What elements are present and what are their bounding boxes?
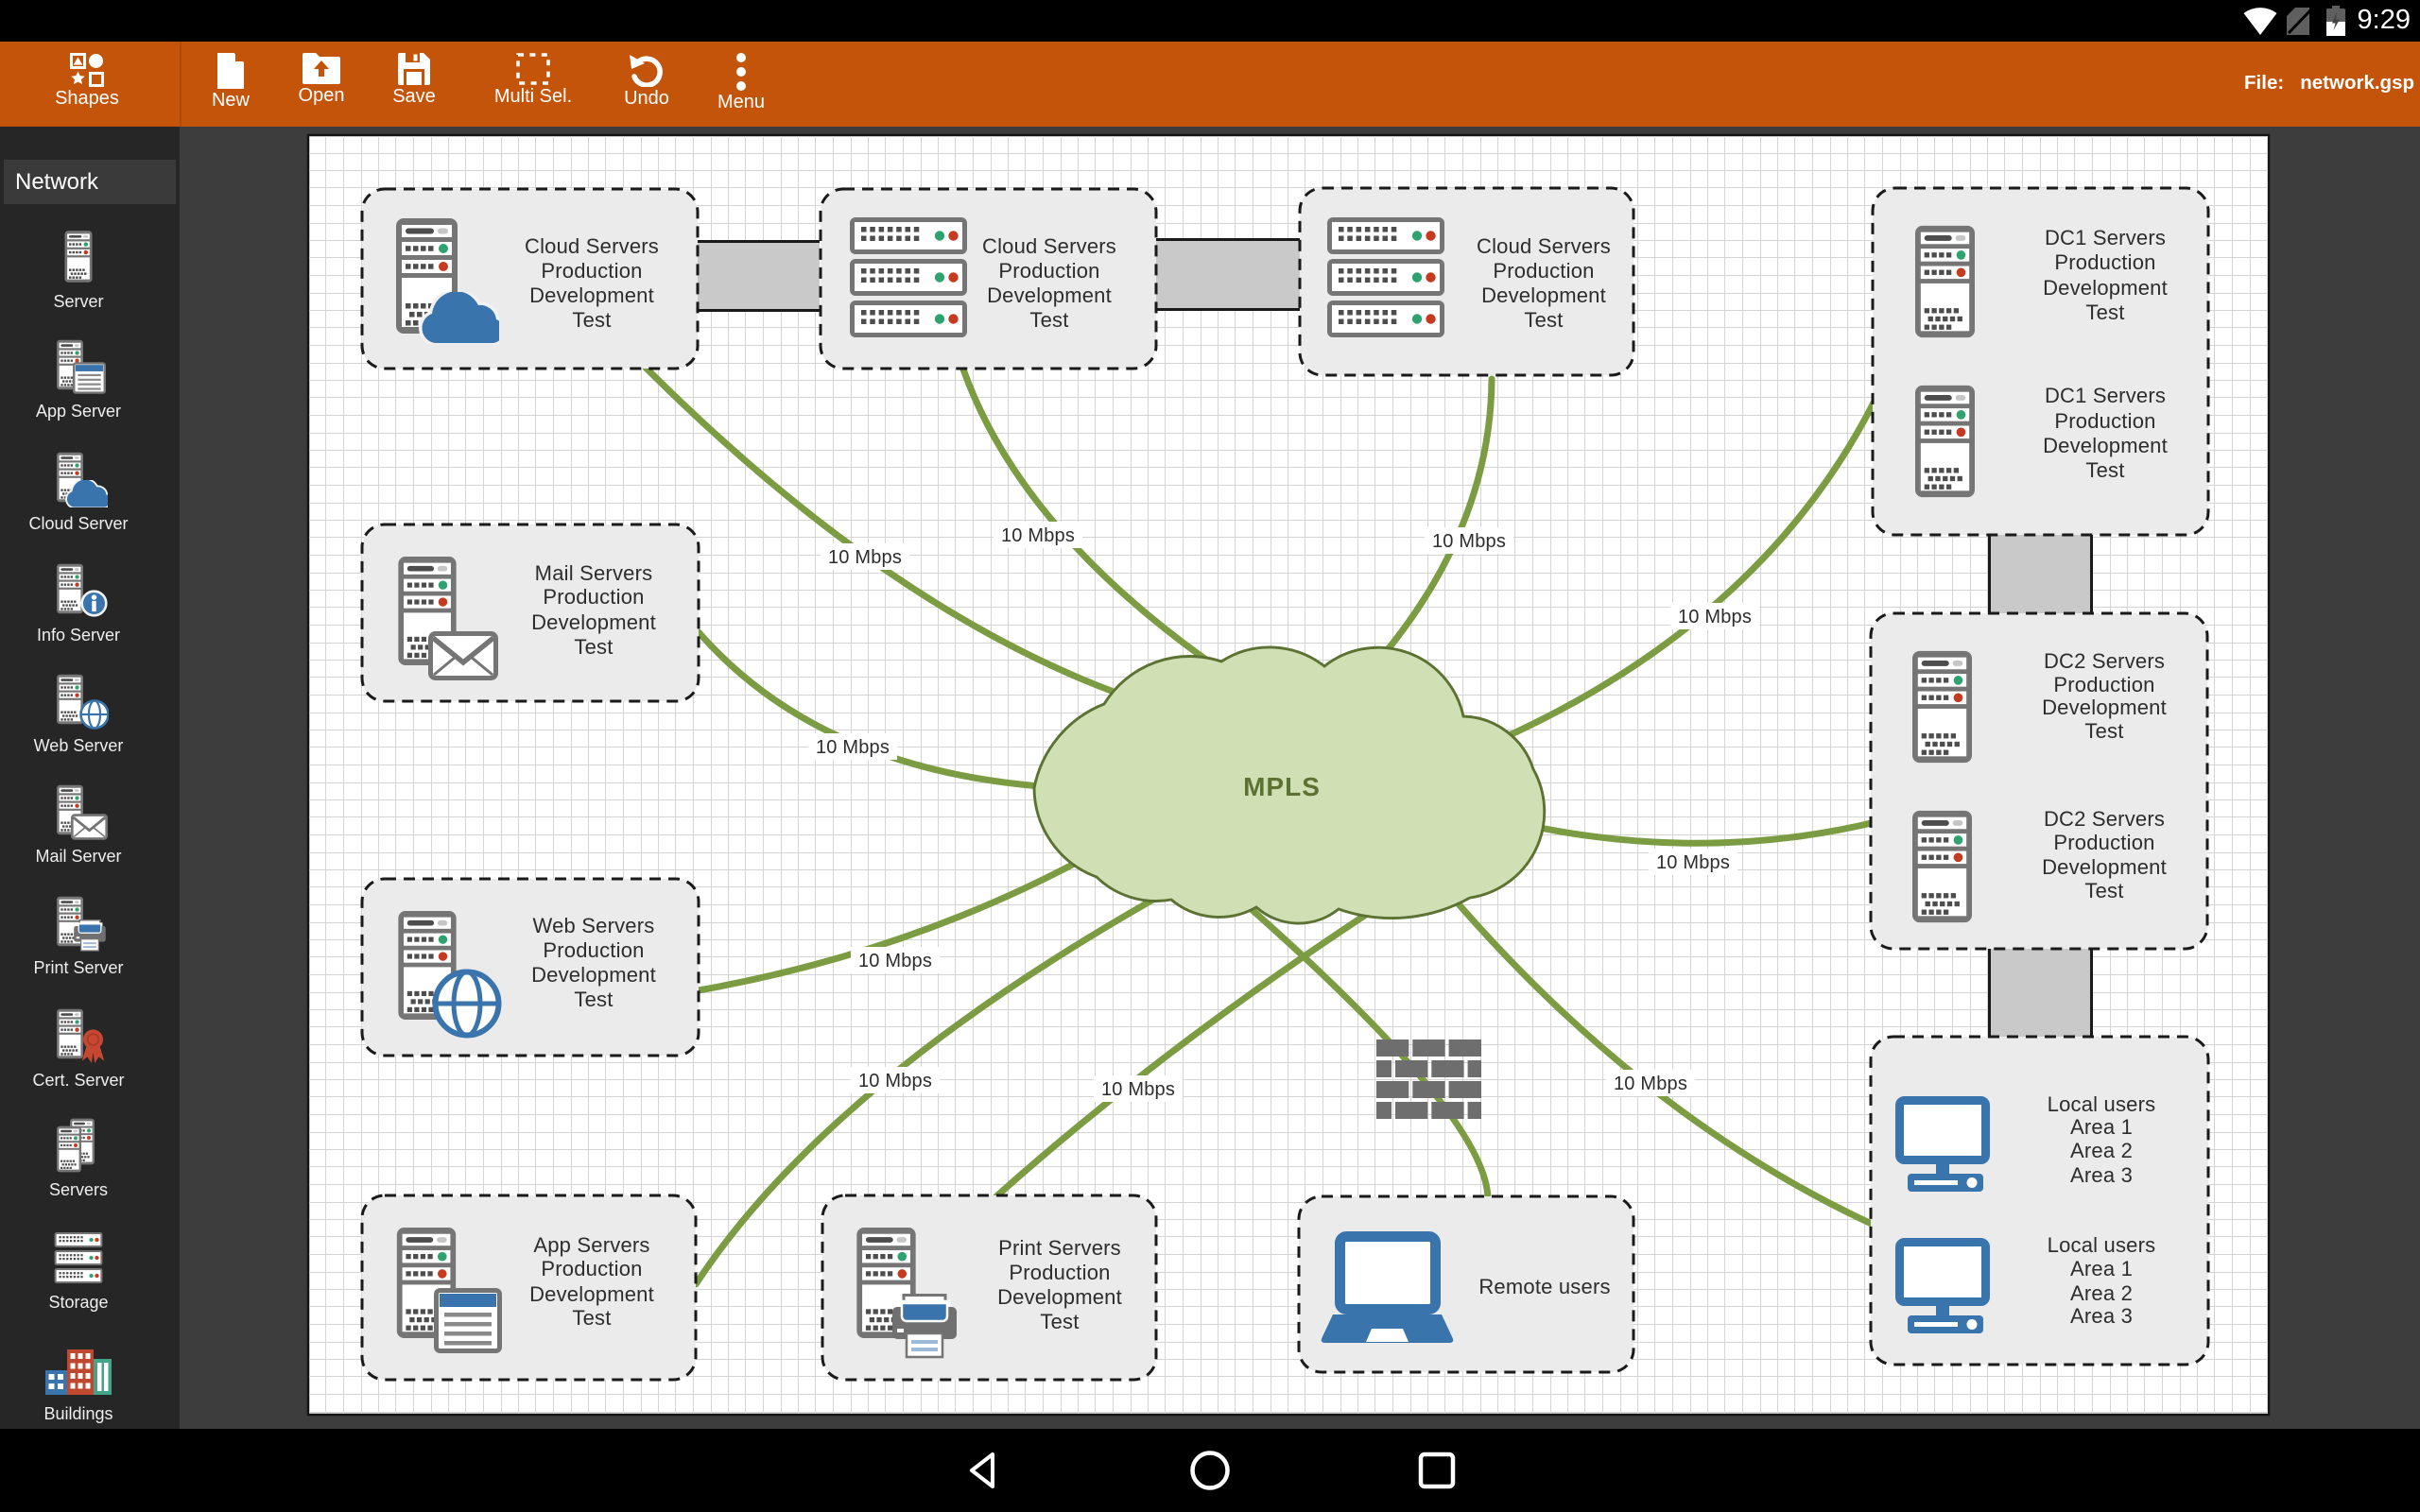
svg-text:10 Mbps: 10 Mbps bbox=[858, 951, 932, 971]
svg-text:Production: Production bbox=[998, 259, 1099, 283]
svg-text:MPLS: MPLS bbox=[1243, 772, 1321, 801]
svg-text:10 Mbps: 10 Mbps bbox=[1001, 525, 1075, 546]
svg-text:Production: Production bbox=[2053, 673, 2154, 696]
svg-text:Development: Development bbox=[1481, 284, 1606, 307]
svg-text:Development: Development bbox=[997, 1285, 1122, 1309]
svg-text:Production: Production bbox=[541, 1257, 642, 1280]
svg-text:10 Mbps: 10 Mbps bbox=[1614, 1074, 1687, 1094]
svg-text:Production: Production bbox=[1009, 1261, 1110, 1284]
svg-text:Development: Development bbox=[531, 610, 656, 634]
svg-text:Cloud Servers: Cloud Servers bbox=[982, 234, 1116, 258]
svg-text:Development: Development bbox=[2043, 434, 2168, 457]
svg-text:Area 3: Area 3 bbox=[2070, 1304, 2133, 1328]
svg-text:DC1 Servers: DC1 Servers bbox=[2045, 384, 2166, 407]
svg-text:Development: Development bbox=[2042, 855, 2167, 879]
svg-text:Test: Test bbox=[574, 635, 613, 659]
svg-text:Cloud Servers: Cloud Servers bbox=[525, 234, 659, 258]
svg-text:Test: Test bbox=[572, 1306, 611, 1330]
svg-text:Local users: Local users bbox=[2048, 1233, 2156, 1257]
svg-text:10 Mbps: 10 Mbps bbox=[1656, 852, 1730, 873]
svg-text:Production: Production bbox=[2053, 831, 2154, 854]
svg-text:Production: Production bbox=[543, 585, 644, 609]
svg-text:10 Mbps: 10 Mbps bbox=[816, 737, 890, 758]
svg-text:Production: Production bbox=[1493, 259, 1594, 283]
svg-text:Production: Production bbox=[541, 259, 642, 283]
svg-text:10 Mbps: 10 Mbps bbox=[1678, 607, 1752, 627]
svg-text:Test: Test bbox=[1040, 1310, 1079, 1333]
svg-text:Mail Servers: Mail Servers bbox=[535, 561, 653, 585]
svg-text:Cloud Servers: Cloud Servers bbox=[1477, 234, 1611, 258]
svg-text:DC2 Servers: DC2 Servers bbox=[2044, 649, 2165, 673]
svg-text:Area 2: Area 2 bbox=[2070, 1139, 2133, 1162]
svg-text:Production: Production bbox=[2054, 250, 2155, 274]
svg-text:Test: Test bbox=[574, 988, 613, 1011]
svg-text:Development: Development bbox=[2043, 276, 2168, 300]
svg-text:10 Mbps: 10 Mbps bbox=[1101, 1079, 1175, 1100]
svg-text:Area 1: Area 1 bbox=[2070, 1115, 2133, 1139]
svg-text:Development: Development bbox=[987, 284, 1112, 307]
svg-text:Area 1: Area 1 bbox=[2070, 1257, 2133, 1280]
svg-text:Development: Development bbox=[531, 963, 656, 987]
svg-text:Test: Test bbox=[1524, 308, 1563, 332]
svg-text:10 Mbps: 10 Mbps bbox=[1432, 531, 1506, 552]
svg-text:Print Servers: Print Servers bbox=[998, 1236, 1121, 1260]
svg-text:Area 3: Area 3 bbox=[2070, 1163, 2133, 1187]
svg-text:Development: Development bbox=[529, 1282, 654, 1306]
svg-text:Test: Test bbox=[2085, 458, 2124, 482]
svg-text:Test: Test bbox=[2084, 879, 2123, 902]
svg-text:Test: Test bbox=[1029, 308, 1068, 332]
svg-text:Test: Test bbox=[572, 308, 611, 332]
svg-text:DC2 Servers: DC2 Servers bbox=[2044, 807, 2165, 831]
svg-text:Development: Development bbox=[2042, 696, 2167, 719]
svg-text:Web Servers: Web Servers bbox=[533, 914, 655, 937]
svg-text:Development: Development bbox=[529, 284, 654, 307]
svg-text:App Servers: App Servers bbox=[533, 1233, 649, 1257]
svg-text:Area 2: Area 2 bbox=[2070, 1281, 2133, 1305]
svg-text:Local users: Local users bbox=[2048, 1092, 2156, 1116]
svg-text:DC1 Servers: DC1 Servers bbox=[2045, 226, 2166, 249]
svg-text:Remote users: Remote users bbox=[1478, 1275, 1610, 1298]
svg-text:10 Mbps: 10 Mbps bbox=[858, 1071, 932, 1091]
svg-text:Test: Test bbox=[2084, 719, 2123, 743]
svg-text:Test: Test bbox=[2085, 301, 2124, 324]
svg-text:Production: Production bbox=[2054, 409, 2155, 433]
svg-text:Production: Production bbox=[543, 938, 644, 962]
svg-text:10 Mbps: 10 Mbps bbox=[828, 547, 902, 568]
